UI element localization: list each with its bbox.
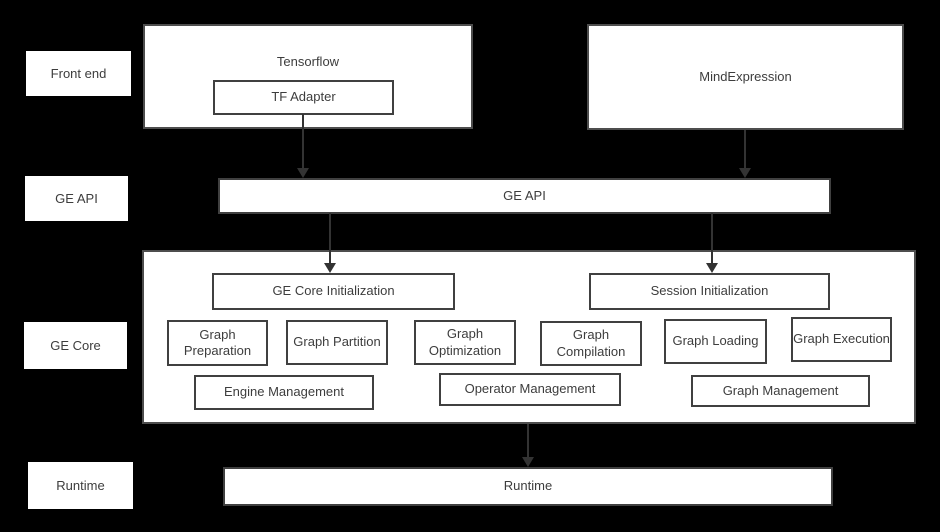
ge-core-initialization-box: GE Core Initialization bbox=[212, 273, 455, 310]
arrow-mindexpression-to-ge-api bbox=[739, 130, 751, 178]
ge-api-bar: GE API bbox=[218, 178, 831, 214]
arrow-head-icon bbox=[297, 168, 309, 178]
arrow-head-icon bbox=[324, 263, 336, 273]
runtime-bar: Runtime bbox=[223, 467, 833, 506]
arrow-shaft bbox=[527, 424, 529, 459]
row-label-front-end: Front end bbox=[26, 51, 131, 96]
graph-partition-box: Graph Partition bbox=[286, 320, 388, 365]
arrow-shaft bbox=[302, 114, 304, 170]
row-label-runtime: Runtime bbox=[28, 462, 133, 509]
graph-preparation-box: Graph Preparation bbox=[167, 320, 268, 366]
engine-management-box: Engine Management bbox=[194, 375, 374, 410]
tensorflow-label: Tensorflow bbox=[276, 54, 340, 69]
row-label-ge-api: GE API bbox=[25, 176, 128, 221]
tf-adapter-box: TF Adapter bbox=[213, 80, 394, 115]
arrow-ge-api-to-core-init bbox=[324, 213, 336, 273]
graph-execution-box: Graph Execution bbox=[791, 317, 892, 362]
tensorflow-box: Tensorflow TF Adapter bbox=[143, 24, 473, 129]
session-initialization-box: Session Initialization bbox=[589, 273, 830, 310]
arrow-head-icon bbox=[522, 457, 534, 467]
arrow-ge-api-to-session-init bbox=[706, 213, 718, 273]
graph-optimization-box: Graph Optimization bbox=[414, 320, 516, 365]
arrow-shaft bbox=[744, 130, 746, 170]
graph-loading-box: Graph Loading bbox=[664, 319, 767, 364]
ge-core-box: GE Core Initialization Session Initializ… bbox=[142, 250, 916, 424]
graph-compilation-box: Graph Compilation bbox=[540, 321, 642, 366]
row-label-ge-core: GE Core bbox=[24, 322, 127, 369]
graph-management-box: Graph Management bbox=[691, 375, 870, 407]
arrow-shaft bbox=[711, 213, 713, 265]
arrow-head-icon bbox=[706, 263, 718, 273]
mindexpression-box: MindExpression bbox=[587, 24, 904, 130]
arrow-tf-adapter-to-ge-api bbox=[297, 114, 309, 178]
operator-management-box: Operator Management bbox=[439, 373, 621, 406]
arrow-shaft bbox=[329, 213, 331, 265]
arrow-ge-core-to-runtime bbox=[522, 424, 534, 467]
arrow-head-icon bbox=[739, 168, 751, 178]
